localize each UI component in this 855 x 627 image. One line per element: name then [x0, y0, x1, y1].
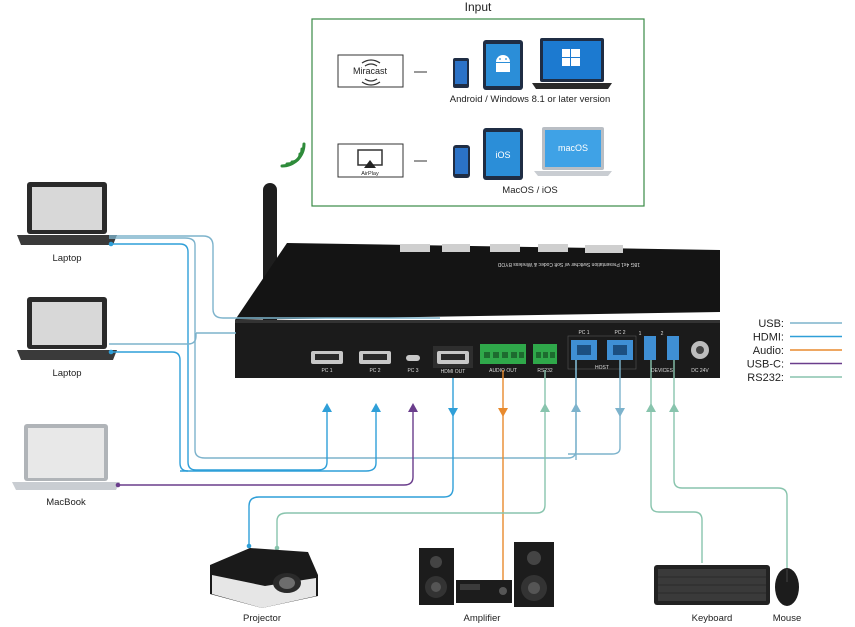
host-label: HOST: [595, 365, 609, 371]
macbook-label: MacBook: [46, 497, 86, 508]
devices-label: DEVICES: [651, 368, 674, 374]
macos-text: macOS: [558, 143, 588, 153]
wifi-icon: [280, 142, 306, 168]
android-phone-icon: [453, 58, 469, 88]
iphone-icon: [453, 145, 470, 178]
legend-label-1: HDMI:: [753, 332, 784, 344]
hdmi-out-port: HDMI OUT: [433, 346, 473, 375]
pc1-label: PC 1: [321, 368, 332, 374]
airplay-logo: AirPlay: [337, 143, 404, 178]
amplifier: Amplifier: [419, 542, 554, 624]
ipad-icon: iOS: [483, 128, 523, 180]
dc-label: DC 24V: [691, 368, 709, 374]
device-title: 18G 4x1 Presentation Switcher w/ Soft Co…: [497, 261, 640, 267]
rs232-cable: [276, 370, 546, 547]
input-box: Input Miracast: [311, 0, 645, 207]
dc-power-port: DC 24V: [691, 341, 709, 374]
switcher-device: 18G 4x1 Presentation Switcher w/ Soft Co…: [235, 183, 720, 378]
legend: USB: HDMI:Audio: USB-C:RS232:: [747, 318, 842, 384]
macbook-input-icon: macOS: [534, 127, 612, 176]
pc1-hdmi-port: PC 1: [311, 351, 343, 374]
legend-label-0: USB:: [758, 318, 784, 330]
cables: [109, 235, 788, 580]
laptop-2: Laptop: [17, 297, 117, 379]
host-pc2-cable: [568, 360, 621, 455]
keyboard-cable: [650, 360, 703, 563]
laptop1-hdmi-cable: [110, 243, 328, 471]
legend-label-2: Audio:: [753, 345, 784, 357]
pc3-usbc-port: PC 3: [406, 355, 420, 374]
keyboard-label: Keyboard: [692, 613, 733, 624]
host-pc2-label: PC 2: [614, 330, 625, 336]
android-tablet-icon: [483, 40, 523, 90]
laptop1-usb-cable: [109, 237, 577, 459]
ios-text: iOS: [495, 150, 510, 160]
host-pc1-label: PC 1: [578, 330, 589, 336]
hdmi-out-label: HDMI OUT: [441, 369, 466, 375]
projector: Projector: [210, 548, 318, 624]
android-caption: Android / Windows 8.1 or later version: [450, 94, 611, 105]
apple-caption: MacOS / iOS: [502, 185, 557, 196]
macbook-usbc-cable: [120, 410, 414, 486]
laptop-1-label: Laptop: [52, 253, 81, 264]
miracast-label: Miracast: [353, 66, 388, 76]
pc3-label: PC 3: [407, 368, 418, 374]
devices-usb-ports: 1 2 DEVICES: [639, 331, 679, 374]
keyboard: Keyboard: [654, 565, 770, 624]
amplifier-label: Amplifier: [464, 613, 501, 624]
pc2-hdmi-port: PC 2: [359, 351, 391, 374]
miracast-logo: Miracast: [337, 54, 404, 88]
windows-laptop-icon: [532, 38, 612, 89]
dev2-label: 2: [661, 331, 664, 337]
mouse: Mouse: [773, 568, 802, 624]
mouse-label: Mouse: [773, 613, 802, 624]
input-box-title: Input: [465, 0, 492, 14]
airplay-label: AirPlay: [361, 171, 379, 177]
dev1-label: 1: [639, 331, 642, 337]
laptop2-hdmi-cable: [110, 351, 189, 472]
arrowheads: [108, 241, 679, 551]
legend-label-3: USB-C:: [747, 359, 784, 371]
usb-top-route: [109, 235, 440, 319]
mouse-cable: [673, 360, 788, 570]
laptop-1: Laptop: [17, 182, 117, 264]
macbook-source: MacBook: [12, 424, 120, 508]
pc2-label: PC 2: [369, 368, 380, 374]
laptop-2-label: Laptop: [52, 368, 81, 379]
legend-label-4: RS232:: [747, 372, 784, 384]
projector-label: Projector: [243, 613, 281, 624]
hdmi-out-cable: [248, 378, 454, 545]
host-usb-ports: PC 1 PC 2 HOST: [567, 330, 637, 371]
